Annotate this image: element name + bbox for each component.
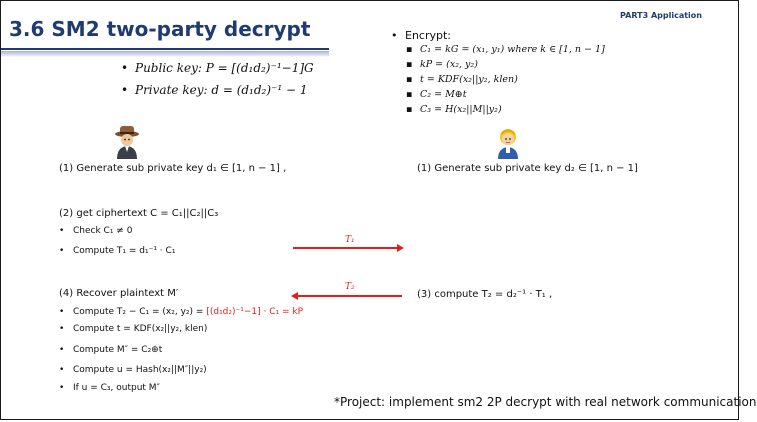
encrypt-line: ▪t = KDF(x₂||y₂, klen) <box>406 74 518 85</box>
party1-step4-item: •If u = C₃, output M″ <box>59 383 160 393</box>
person-with-hat-icon <box>115 126 139 159</box>
encrypt-line: ▪C₁ = kG = (x₁, y₁) where k ∈ [1, n − 1] <box>406 44 605 55</box>
t1-label: T₁ <box>345 235 355 245</box>
bullet-icon: • <box>121 83 129 97</box>
encrypt-line: ▪kP = (x₂, y₂) <box>406 59 478 70</box>
t2-arrow-line <box>298 295 402 297</box>
party1-step4-item: •Compute T₂ − C₁ = (x₂, y₂) = [(d₁d₂)⁻¹−… <box>59 307 304 317</box>
bullet-icon: • <box>59 383 65 393</box>
t2-label: T₂ <box>345 282 355 292</box>
title-gradient-bar <box>1 51 329 57</box>
bullet-small-icon: ▪ <box>406 74 413 85</box>
bullet-icon: • <box>391 29 398 42</box>
bullet-small-icon: ▪ <box>406 59 413 70</box>
encrypt-line: ▪C₃ = H(x₂||M||y₂) <box>406 104 502 115</box>
encrypt-heading-line: • Encrypt: <box>391 29 451 42</box>
bullet-small-icon: ▪ <box>406 89 413 100</box>
party1-step4-item: •Compute u = Hash(x₂||M″||y₂) <box>59 365 207 375</box>
party2-step3: (3) compute T₂ = d₂⁻¹ · T₁ , <box>417 289 553 300</box>
bullet-icon: • <box>59 365 65 375</box>
bullet-small-icon: ▪ <box>406 44 413 55</box>
public-key-line: • Public key: P = [(d₁d₂)⁻¹−1]G <box>121 61 314 75</box>
encrypt-line: ▪C₂ = M⊕t <box>406 89 467 100</box>
bullet-icon: • <box>59 324 65 334</box>
slide-title: 3.6 SM2 two-party decrypt <box>9 17 311 41</box>
bullet-small-icon: ▪ <box>406 104 413 115</box>
party1-step4-heading: (4) Recover plaintext M′ <box>59 288 179 299</box>
title-underline <box>1 48 329 50</box>
public-key-text: Public key: P = [(d₁d₂)⁻¹−1]G <box>135 61 314 75</box>
bullet-icon: • <box>59 307 65 317</box>
encrypt-heading: Encrypt: <box>405 29 452 42</box>
party1-step2-heading: (2) get ciphertext C = C₁||C₂||C₃ <box>59 208 219 219</box>
party1-step2-item: •Compute T₁ = d₁⁻¹ · C₁ <box>59 246 176 256</box>
red-formula: [(d₁d₂)⁻¹−1] · C₁ = kP <box>206 307 304 317</box>
arrow-left-icon <box>291 292 298 300</box>
t1-arrow-line <box>293 247 397 249</box>
private-key-text: Private key: d = (d₁d₂)⁻¹ − 1 <box>135 83 308 97</box>
bullet-icon: • <box>121 61 129 75</box>
party1-step2-item: •Check C₁ ≠ 0 <box>59 226 133 236</box>
party1-step4-item: •Compute t = KDF(x₂||y₂, klen) <box>59 324 208 334</box>
arrow-right-icon <box>397 244 404 252</box>
section-tag: PART3 Application <box>620 11 702 20</box>
party1-step1: (1) Generate sub private key d₁ ∈ [1, n … <box>59 163 287 174</box>
project-note: *Project: implement sm2 2P decrypt with … <box>334 395 757 409</box>
bullet-icon: • <box>59 345 65 355</box>
bullet-icon: • <box>59 246 65 256</box>
person-with-yellow-hair-icon <box>498 129 518 159</box>
party1-step4-item: •Compute M″ = C₂⊕t <box>59 345 163 355</box>
private-key-line: • Private key: d = (d₁d₂)⁻¹ − 1 <box>121 83 308 97</box>
party2-step1: (1) Generate sub private key d₂ ∈ [1, n … <box>417 163 638 174</box>
bullet-icon: • <box>59 226 65 236</box>
